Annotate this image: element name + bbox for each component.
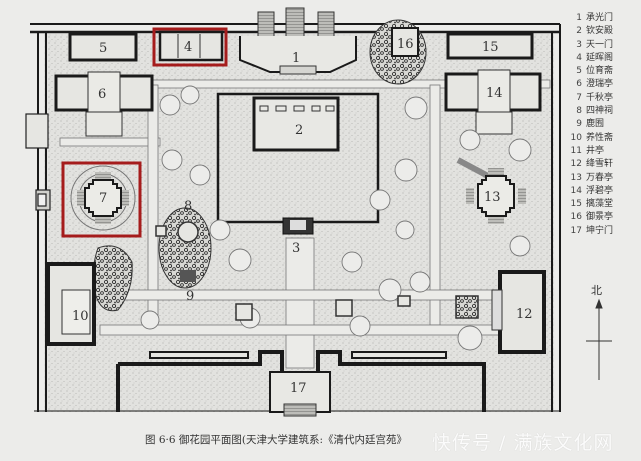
building-6-chengruiting: 6 (54, 71, 154, 137)
north-arrow-icon (586, 298, 612, 380)
building-10-yangxingzhai: 10 (46, 262, 96, 346)
building-5-weiyuzhai: 5 (68, 32, 138, 62)
garden-paths (59, 79, 551, 369)
building-14-fubiting: 14 (444, 69, 542, 135)
building-13-wanchunting: 13 (456, 157, 526, 224)
trees (140, 85, 532, 351)
building-8-sishenci: 8 9 (158, 199, 212, 304)
north-label: 北 (591, 284, 602, 297)
svg-text:10: 10 (72, 309, 89, 324)
figure-caption: 图 6·6 御花园平面图(天津大学建筑系:《清代内廷宫苑》 (145, 434, 408, 446)
svg-text:15: 15 (482, 40, 499, 55)
building-2-qinandian: 2 (216, 92, 380, 224)
svg-text:13: 13 (484, 190, 501, 205)
building-17-kunningmen: 17 (116, 350, 486, 417)
highlight-box-7 (61, 161, 142, 238)
svg-text:7: 7 (99, 191, 107, 206)
building-3-tianyimen: 3 (282, 217, 314, 256)
svg-text:6: 6 (98, 87, 106, 102)
small-structures (155, 225, 479, 321)
svg-text:14: 14 (486, 86, 503, 101)
watermark: 快传号 / 满族文化网 (432, 432, 614, 454)
highlight-box-4 (152, 27, 228, 67)
svg-text:17: 17 (290, 381, 307, 396)
svg-text:16: 16 (397, 37, 414, 52)
svg-text:4: 4 (184, 40, 192, 55)
svg-text:1: 1 (292, 51, 300, 66)
building-4-yanhuige: 4 (158, 30, 224, 62)
svg-text:2: 2 (295, 123, 303, 138)
building-7-qianqiuting: 7 (70, 165, 136, 231)
building-16-yujingting: 16 (369, 19, 427, 85)
svg-text:8: 8 (184, 199, 192, 214)
west-gate (25, 113, 51, 211)
svg-text:9: 9 (186, 289, 194, 304)
svg-text:5: 5 (99, 41, 107, 56)
svg-text:12: 12 (516, 307, 533, 322)
building-15-chizaotang: 15 (446, 32, 534, 60)
svg-text:3: 3 (292, 241, 300, 256)
building-1-chengguangmen: 1 (239, 7, 357, 75)
building-12-jiangxuexuan: 12 (491, 270, 546, 354)
